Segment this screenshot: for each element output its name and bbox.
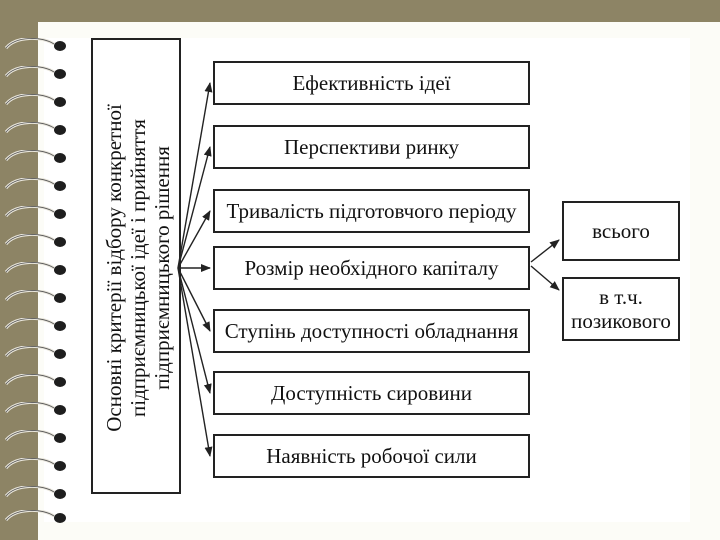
capital-borrowed-label: в т.ч. позикового [571, 285, 671, 333]
binding-ring-icon [2, 122, 68, 136]
binding-ring-icon [2, 66, 68, 80]
binding-ring-icon [2, 94, 68, 108]
criterion-equipment-availability: Ступінь доступності обладнання [213, 309, 530, 353]
binding-ring-icon [2, 38, 68, 52]
criterion-label: Ступінь доступності обладнання [225, 319, 519, 344]
criterion-label: Перспективи ринку [284, 135, 459, 160]
criterion-capital-size: Розмір необхідного капіталу [213, 246, 530, 290]
binding-ring-icon [2, 374, 68, 388]
criterion-workforce: Наявність робочої сили [213, 434, 530, 478]
criterion-preparation-period: Тривалість підготовчого періоду [213, 189, 530, 233]
binding-ring-icon [2, 318, 68, 332]
capital-total-box: всього [562, 201, 680, 261]
diagram-title: Основні критерії відбору конкретної підп… [102, 48, 174, 488]
binding-ring-icon [2, 458, 68, 472]
binding-ring-icon [2, 150, 68, 164]
binding-ring-icon [2, 486, 68, 500]
criterion-effectiveness: Ефективність ідеї [213, 61, 530, 105]
title-box: Основні критерії відбору конкретної підп… [91, 38, 181, 494]
capital-total-label: всього [592, 219, 650, 243]
criterion-label: Розмір необхідного капіталу [245, 256, 499, 281]
binding-ring-icon [2, 510, 68, 524]
binding-ring-icon [2, 290, 68, 304]
criterion-raw-materials: Доступність сировини [213, 371, 530, 415]
binding-ring-icon [2, 234, 68, 248]
binding-ring-icon [2, 430, 68, 444]
criterion-label: Доступність сировини [271, 381, 472, 406]
binding-ring-icon [2, 178, 68, 192]
criterion-label: Тривалість підготовчого періоду [226, 199, 516, 224]
binding-ring-icon [2, 402, 68, 416]
capital-borrowed-box: в т.ч. позикового [562, 277, 680, 341]
binding-ring-icon [2, 262, 68, 276]
criterion-label: Ефективність ідеї [292, 71, 450, 96]
binding-ring-icon [2, 346, 68, 360]
binding-ring-icon [2, 206, 68, 220]
criterion-market-prospects: Перспективи ринку [213, 125, 530, 169]
criterion-label: Наявність робочої сили [266, 444, 477, 469]
